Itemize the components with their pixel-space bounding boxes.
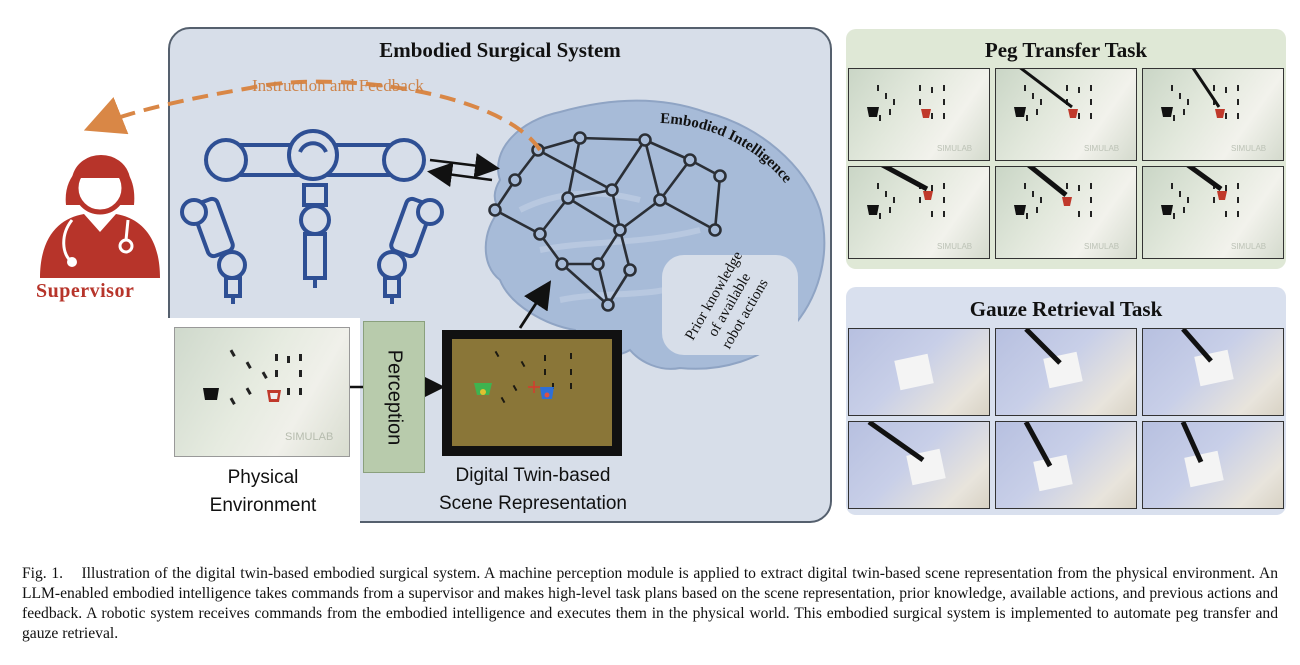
- peg-transfer-frame: SIMULAB: [1142, 68, 1284, 161]
- robot-icon: [180, 129, 444, 304]
- peg-transfer-frame: SIMULAB: [995, 166, 1137, 259]
- physical-label-line-2: Environment: [209, 495, 317, 516]
- twin-label-line-2: Scene Representation: [438, 493, 627, 514]
- caption-text: Illustration of the digital twin-based e…: [22, 565, 1278, 642]
- arrow-to-robot: [427, 162, 493, 188]
- perception-label-wrap: Perception: [363, 321, 425, 473]
- caption-label: Fig. 1.: [22, 565, 64, 582]
- svg-text:SIMULAB: SIMULAB: [937, 242, 972, 251]
- gauze-retrieval-title: Gauze Retrieval Task: [969, 297, 1163, 321]
- supervisor-label: Supervisor: [36, 280, 135, 302]
- svg-text:Embodied Intelligence: Embodied Intelligence: [660, 111, 795, 186]
- physical-environment-label: Physical Environment: [168, 464, 358, 520]
- svg-text:SIMULAB: SIMULAB: [937, 144, 972, 153]
- prior-knowledge-text: Prior knowledge of available robot actio…: [662, 249, 798, 355]
- system-diagram: [40, 79, 826, 400]
- perception-module: [363, 321, 425, 473]
- intelligence-label-svg: Embodied Intelligence: [660, 111, 795, 186]
- peg-transfer-title: Peg Transfer Task: [984, 38, 1148, 62]
- intelligence-label: Embodied Intelligence: [660, 111, 795, 186]
- prior-knowledge-box: [662, 255, 798, 355]
- digital-twin-label: Digital Twin-based Scene Representation: [418, 462, 648, 518]
- gauze-retrieval-frame: [995, 421, 1137, 509]
- svg-text:SIMULAB: SIMULAB: [285, 431, 333, 443]
- instruction-feedback-label: Instruction and Feedback: [252, 76, 424, 95]
- gauze-retrieval-frame: [995, 328, 1137, 416]
- peg-transfer-frame: SIMULAB: [848, 68, 990, 161]
- instruction-feedback-arrow: [83, 79, 542, 152]
- svg-text:SIMULAB: SIMULAB: [1231, 242, 1266, 251]
- system-title: Embodied Surgical System: [379, 38, 621, 62]
- figure-caption: Fig. 1. Illustration of the digital twin…: [22, 564, 1278, 644]
- peg-transfer-frame: SIMULAB: [995, 68, 1137, 161]
- svg-text:SIMULAB: SIMULAB: [1084, 144, 1119, 153]
- arrow-twin-to-brain: [518, 280, 552, 329]
- gauze-retrieval-frame: [848, 421, 990, 509]
- peg-transfer-frame: SIMULAB: [848, 166, 990, 259]
- gauze-retrieval-frame: [1142, 328, 1284, 416]
- perception-label: Perception: [383, 349, 406, 445]
- digital-twin-scene: [452, 339, 612, 446]
- svg-text:SIMULAB: SIMULAB: [1231, 144, 1266, 153]
- physical-label-line-1: Physical: [227, 467, 299, 488]
- twin-label-line-1: Digital Twin-based: [455, 465, 611, 486]
- peg-transfer-frame: SIMULAB: [1142, 166, 1284, 259]
- gauze-retrieval-frame: [848, 328, 990, 416]
- arrow-to-brain: [429, 153, 500, 178]
- gauze-retrieval-frame: [1142, 421, 1284, 509]
- supervisor-icon: [40, 155, 160, 278]
- physical-environment-photo: SIMULAB: [174, 327, 350, 457]
- svg-text:SIMULAB: SIMULAB: [1084, 242, 1119, 251]
